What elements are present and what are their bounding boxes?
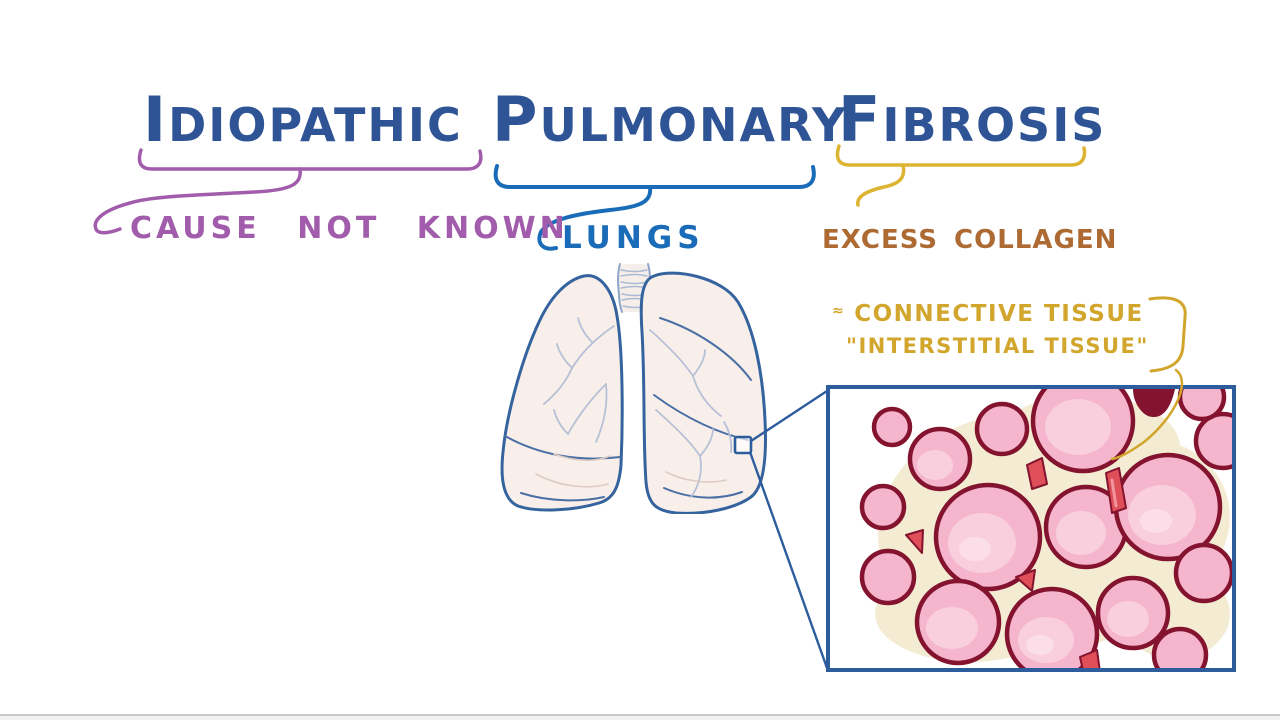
approx-symbol: ≈	[832, 303, 846, 319]
bottom-strip	[0, 716, 1280, 720]
pulmonary-underline	[493, 164, 816, 189]
lungs-illustration	[500, 263, 767, 514]
title-word-idiopathic: IDIOPATHIC	[143, 83, 463, 156]
bottom-divider	[0, 714, 1280, 716]
fibrosis-underline	[835, 144, 1087, 167]
magnified-region-square	[733, 435, 753, 455]
title-word-fibrosis: FIBROSIS	[838, 83, 1107, 156]
label-connective-tissue: ≈ CONNECTIVE TISSUE	[832, 301, 1144, 327]
callout-line-upper	[750, 389, 828, 443]
capillaries	[905, 457, 1127, 668]
connective-tissue-text: CONNECTIVE TISSUE	[854, 301, 1144, 327]
collagen-connector-line	[856, 163, 906, 207]
callout-line-lower	[748, 451, 829, 669]
title-word-pulmonary: PULMONARY	[492, 83, 848, 156]
idiopathic-underline	[137, 148, 483, 171]
cause-connector-line	[93, 167, 302, 235]
label-excess-collagen: EXCESS COLLAGEN	[822, 225, 1118, 255]
lungs-connector-line	[537, 185, 653, 251]
label-lungs: LUNGS	[562, 220, 705, 256]
label-cause-not-known: CAUSE NOT KNOWN	[130, 211, 569, 246]
left-lung	[500, 274, 624, 512]
alveoli-inset-box	[826, 385, 1236, 672]
alveoli-histology-illustration	[859, 389, 1232, 668]
label-interstitial-tissue: "INTERSTITIAL TISSUE"	[846, 334, 1149, 358]
